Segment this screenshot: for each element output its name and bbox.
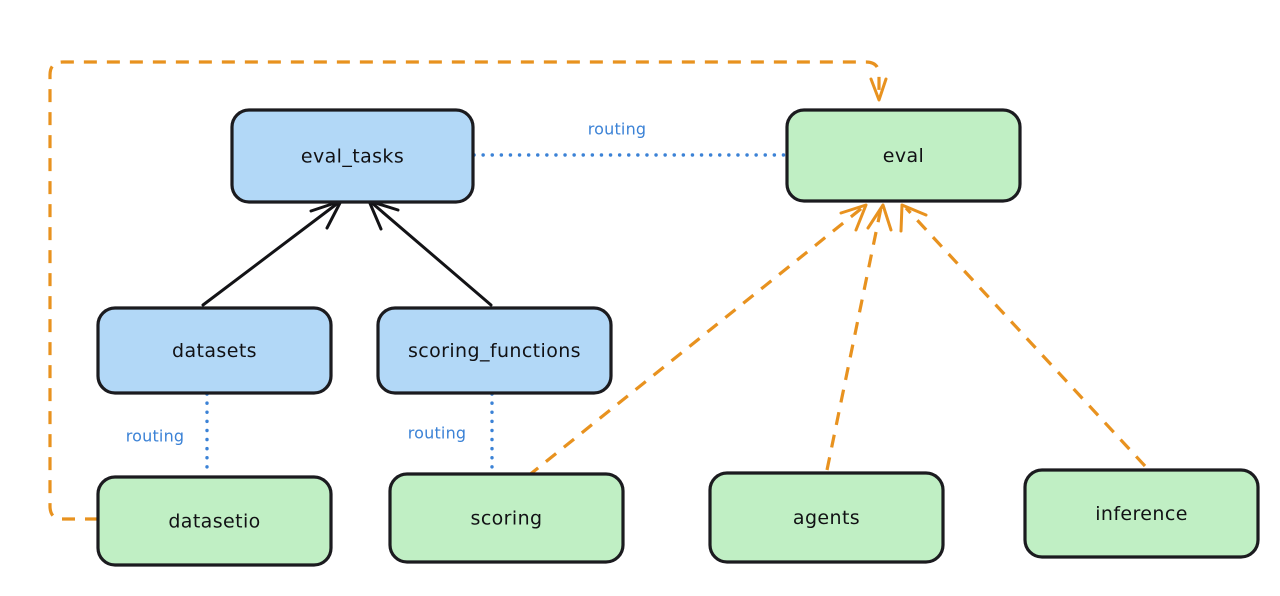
arrowhead-agents-to-eval bbox=[866, 203, 893, 232]
arrowhead-inference-to-eval bbox=[899, 203, 928, 233]
node-agents[interactable]: agents bbox=[708, 471, 945, 564]
arrowhead-datasetio-to-eval bbox=[869, 77, 888, 102]
node-agents-box[interactable] bbox=[708, 471, 945, 564]
node-scoring_functions-box[interactable] bbox=[376, 306, 613, 395]
arrowhead-scoring-to-eval bbox=[839, 203, 868, 232]
edge-label-routing-scoring: routing bbox=[408, 424, 467, 443]
node-inference-label: inference bbox=[1095, 503, 1188, 525]
node-inference[interactable]: inference bbox=[1023, 468, 1260, 559]
node-eval_tasks-box[interactable] bbox=[230, 108, 475, 204]
edge-label-routing-eval: routing bbox=[588, 120, 647, 139]
node-inference-box[interactable] bbox=[1023, 468, 1260, 559]
node-scoring[interactable]: scoring bbox=[388, 472, 625, 564]
node-datasetio-label: datasetio bbox=[168, 511, 260, 533]
edge-agents-to-eval bbox=[825, 207, 883, 471]
edge-datasets-to-eval_tasks bbox=[201, 201, 340, 307]
edge-group-routing bbox=[205, 153, 788, 475]
edge-inference-to-eval bbox=[904, 206, 1147, 468]
node-eval_tasks[interactable]: eval_tasks bbox=[230, 108, 475, 204]
node-scoring_functions[interactable]: scoring_functions bbox=[376, 306, 613, 395]
node-scoring-label: scoring bbox=[471, 508, 543, 530]
node-datasetio-box[interactable] bbox=[96, 475, 333, 567]
node-scoring-box[interactable] bbox=[388, 472, 625, 564]
node-datasetio[interactable]: datasetio bbox=[96, 475, 333, 567]
edge-datasetio-to-eval bbox=[48, 60, 881, 521]
node-datasets[interactable]: datasets bbox=[96, 306, 333, 395]
edge-group-composition bbox=[201, 199, 493, 307]
node-eval[interactable]: eval bbox=[785, 108, 1022, 203]
edge-group-dependency bbox=[48, 60, 1147, 521]
node-datasets-label: datasets bbox=[172, 340, 257, 362]
node-scoring_functions-label: scoring_functions bbox=[408, 340, 581, 362]
edge-label-routing-datasetio: routing bbox=[126, 427, 185, 446]
node-datasets-box[interactable] bbox=[96, 306, 333, 395]
node-eval-box[interactable] bbox=[785, 108, 1022, 203]
node-eval_tasks-label: eval_tasks bbox=[301, 146, 404, 168]
edge-scoring_functions-to-eval_tasks bbox=[370, 201, 493, 307]
node-agents-label: agents bbox=[793, 507, 860, 529]
node-eval-label: eval bbox=[883, 145, 924, 167]
edge-scoring-to-eval bbox=[526, 206, 864, 478]
edge-label-group: routing routing routing bbox=[126, 120, 647, 446]
